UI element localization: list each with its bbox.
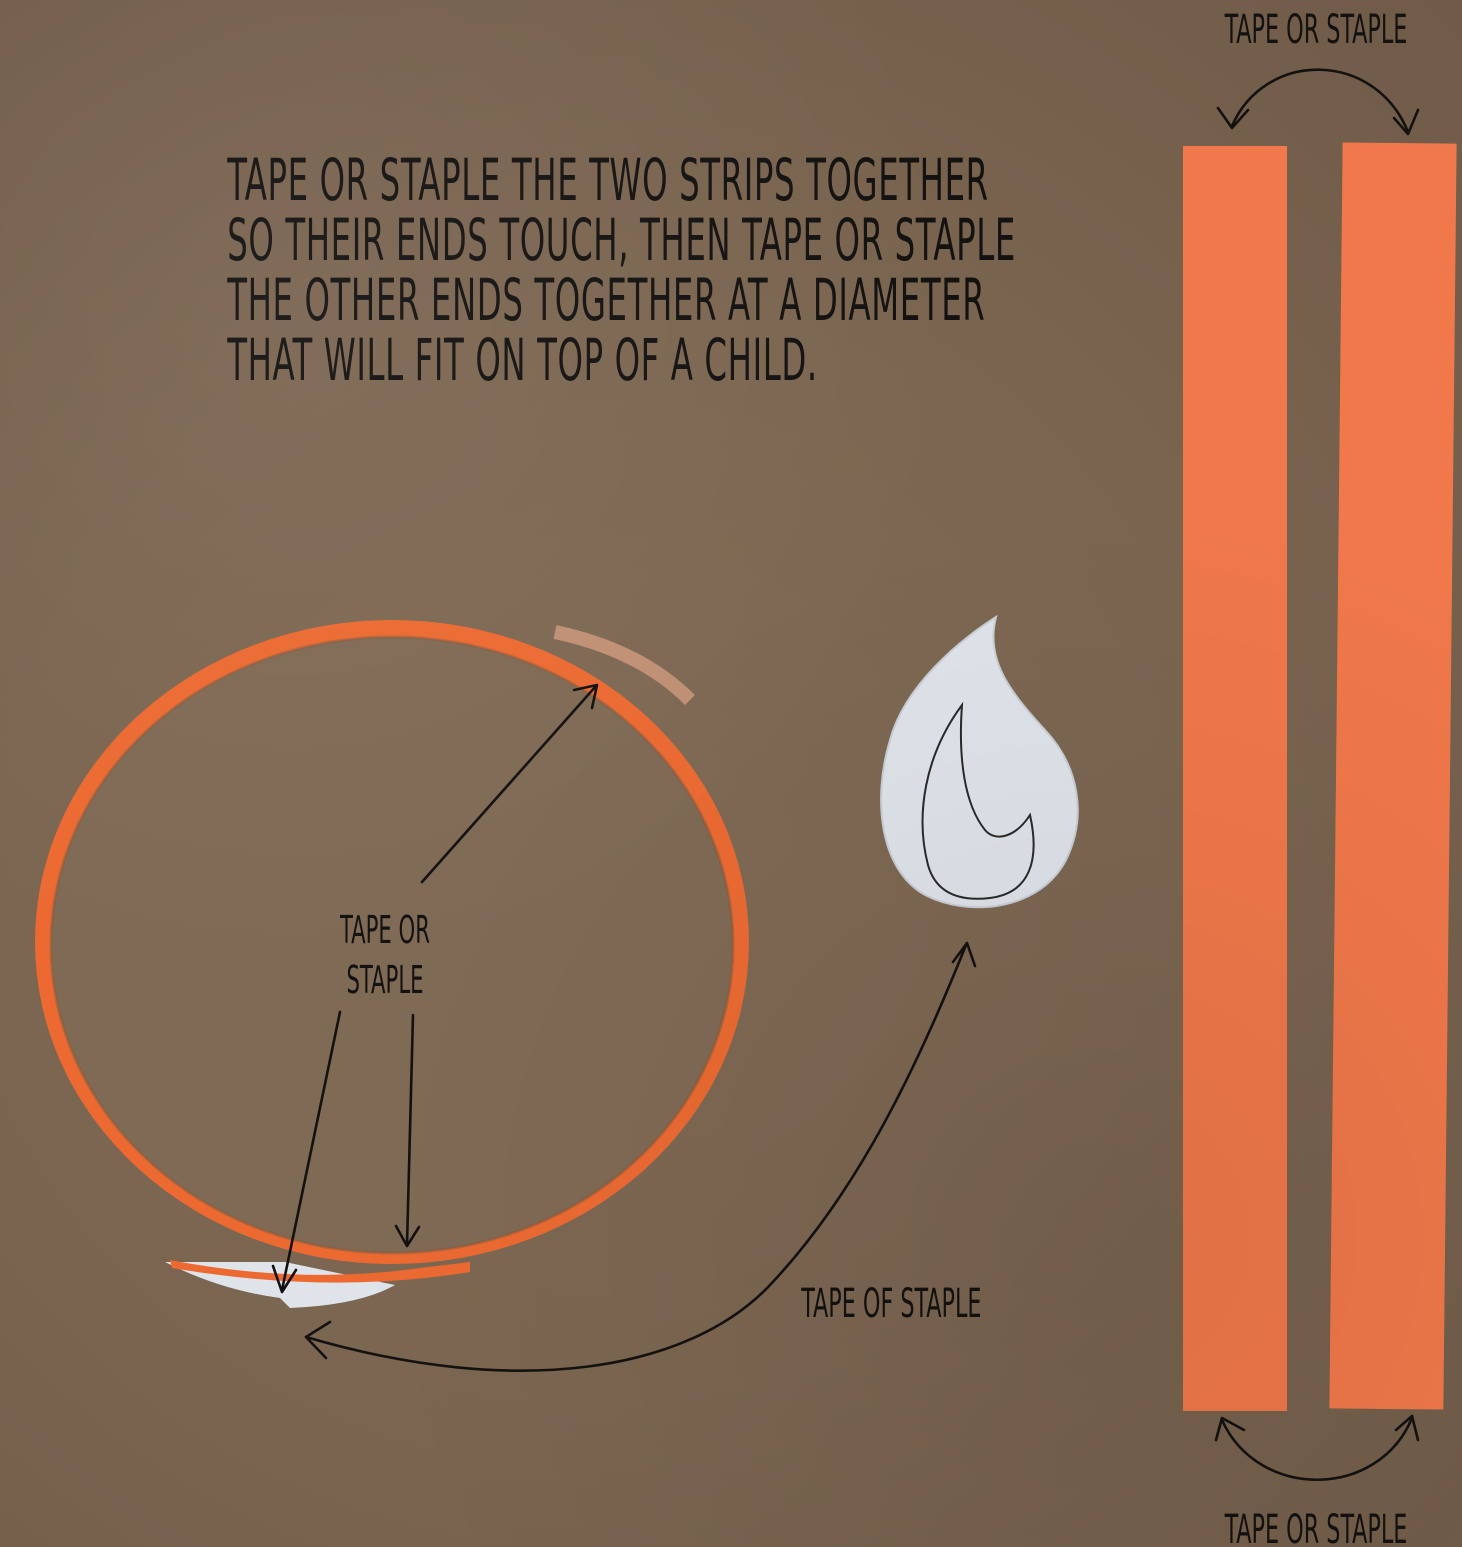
label-strips-top: TAPE OR STAPLE — [1223, 8, 1409, 52]
label-flame-join: TAPE OF STAPLE — [801, 1282, 968, 1326]
paper-strip-right — [1329, 142, 1456, 1409]
instruction-line: THAT WILL FIT ON TOP OF A CHILD. — [227, 330, 773, 390]
label-ring-center-line1: TAPE OR — [326, 905, 444, 955]
instruction-line: TAPE OR STAPLE THE TWO STRIPS TOGETHER — [227, 150, 773, 210]
instruction-line: THE OTHER ENDS TOGETHER AT A DIAMETER — [227, 270, 773, 330]
instruction-text: TAPE OR STAPLE THE TWO STRIPS TOGETHER S… — [60, 150, 940, 390]
paper-flame — [881, 617, 1078, 907]
arrow-head — [953, 943, 975, 966]
instruction-line: SO THEIR ENDS TOUCH, THEN TAPE OR STAPLE — [227, 210, 773, 270]
arrow-strips-top — [1232, 70, 1408, 132]
arrow-strips-bottom — [1222, 1418, 1412, 1480]
label-ring-center-line2: STAPLE — [326, 955, 444, 1005]
arrow-head — [1218, 108, 1248, 128]
label-ring-center: TAPE OR STAPLE — [290, 905, 480, 1005]
label-strips-bottom: TAPE OR STAPLE — [1223, 1508, 1409, 1547]
paper-strip-left — [1183, 146, 1287, 1411]
